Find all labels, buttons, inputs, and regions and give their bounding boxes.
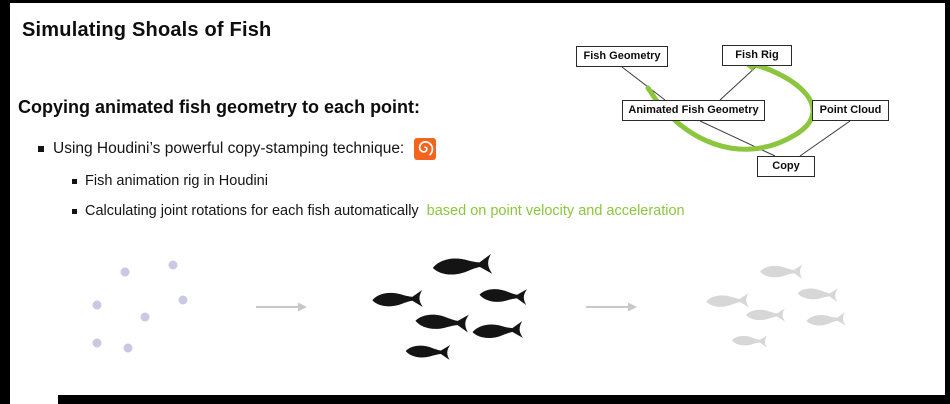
bullet-text: Using Houdini’s powerful copy-stamping t… xyxy=(53,140,405,157)
bottom-border xyxy=(58,395,950,404)
bullet-highlight-text: based on point velocity and acceleration xyxy=(426,203,685,219)
bullet-item-joint-rotations: Calculating joint rotations for each fis… xyxy=(72,203,685,219)
right-border xyxy=(945,0,950,404)
node-copy: Copy xyxy=(757,156,815,177)
node-point-cloud: Point Cloud xyxy=(812,100,889,121)
houdini-logo-icon xyxy=(414,138,437,160)
node-animated-fish-geometry: Animated Fish Geometry xyxy=(622,100,765,121)
bullet-text: Fish animation rig in Houdini xyxy=(85,173,268,189)
point-cloud-illustration xyxy=(92,260,188,353)
bullet-item-fish-rig: Fish animation rig in Houdini xyxy=(72,173,268,189)
node-fish-rig: Fish Rig xyxy=(722,45,792,66)
top-border xyxy=(0,0,950,3)
fish-school-illustration xyxy=(372,253,528,361)
bullet-square-icon xyxy=(72,178,77,184)
ghost-fish-school-illustration xyxy=(706,264,846,348)
bullet-square-icon xyxy=(38,146,44,152)
bullet-text: Calculating joint rotations for each fis… xyxy=(85,203,419,219)
slide-title: Simulating Shoals of Fish xyxy=(22,19,272,41)
bullet-square-icon xyxy=(72,208,77,214)
node-fish-geometry: Fish Geometry xyxy=(576,46,668,67)
flow-arrow-icon xyxy=(586,302,637,312)
left-border xyxy=(0,0,10,404)
section-heading: Copying animated fish geometry to each p… xyxy=(18,97,421,117)
flow-arrow-icon xyxy=(256,302,307,312)
bullet-item-copy-stamping: Using Houdini’s powerful copy-stamping t… xyxy=(38,138,437,160)
